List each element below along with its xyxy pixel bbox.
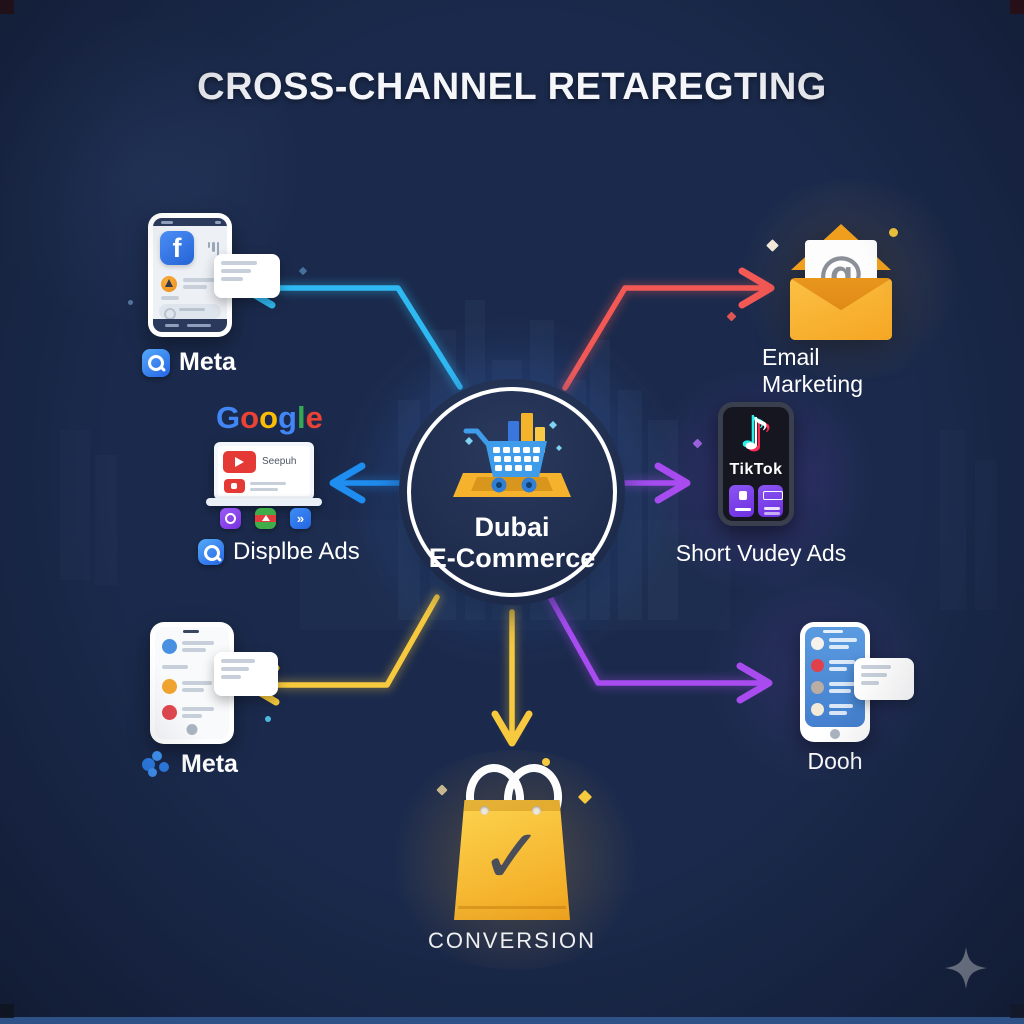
list-row <box>811 681 859 699</box>
youtube-play-icon <box>223 451 256 473</box>
conversion-label-row: CONVERSION <box>428 928 594 954</box>
youtube-small-icon <box>224 479 245 493</box>
list-row <box>811 659 859 677</box>
google-label-row: Displbe Ads <box>198 538 360 566</box>
instagram-like-icon <box>220 508 241 529</box>
feed-row <box>162 639 222 659</box>
chat-bubble <box>214 254 280 298</box>
checkmark-icon <box>480 812 544 901</box>
node-google-display: Google Seepuh Displbe Ads <box>196 398 376 578</box>
feed-row <box>162 679 222 699</box>
ad-card <box>729 485 754 517</box>
play-store-like-icon <box>255 508 276 529</box>
node-meta-bottom: Meta <box>142 622 312 792</box>
meta-search-app-icon <box>142 348 170 377</box>
node-tiktok: TikTok Short Vudey Ads <box>676 400 846 580</box>
meta-top-label-row: Meta <box>142 348 236 377</box>
meta-top-label: Meta <box>179 348 236 376</box>
sparkle-dot <box>128 300 133 305</box>
facebook-app-icon: f <box>160 231 194 265</box>
email-label: Email Marketing <box>762 344 863 397</box>
hub-title-line2: E-Commerce <box>428 543 596 573</box>
tiktok-ad-cards <box>729 485 783 517</box>
google-logo: Google <box>216 400 323 435</box>
node-dooh: Dooh <box>770 620 914 790</box>
ad-card <box>758 485 783 517</box>
dooh-label-row: Dooh <box>770 748 900 775</box>
google-display-label: Displbe Ads <box>233 538 360 565</box>
tiktok-label-row: Short Vudey Ads <box>666 540 856 567</box>
meta-bottom-label-row: Meta <box>142 750 238 779</box>
node-meta-top: f Meta <box>140 210 310 390</box>
chat-bubble <box>854 658 914 700</box>
email-envelope-icon: @ <box>790 224 892 340</box>
list-row <box>811 703 859 721</box>
home-button <box>186 724 198 735</box>
shopping-cart-icon <box>453 413 571 497</box>
bottom-edge-strip <box>0 1017 1024 1024</box>
node-conversion: CONVERSION <box>428 756 594 966</box>
tiktok-note-icon <box>742 409 770 460</box>
list-row <box>811 637 859 655</box>
page-title: CROSS-CHANNEL RETAREGTING <box>197 66 827 108</box>
sound-icon <box>207 242 219 256</box>
feed-row <box>162 705 222 725</box>
laptop-screen-text: Seepuh <box>262 456 297 467</box>
email-label-row: Email Marketing <box>762 344 922 398</box>
tiktok-phone: TikTok <box>718 402 794 526</box>
hub-dubai-ecommerce: Dubai E-Commerce <box>399 379 625 605</box>
tiktok-label: Short Vudey Ads <box>675 540 847 566</box>
fast-forward-icon <box>290 508 311 529</box>
tiktok-brand: TikTok <box>729 461 783 478</box>
chat-bubble <box>214 652 278 696</box>
shopping-bag-icon <box>452 760 572 924</box>
home-button <box>830 729 840 739</box>
display-ads-search-icon <box>198 539 224 565</box>
dooh-label: Dooh <box>807 748 863 774</box>
connector-to-dooh <box>547 594 763 686</box>
conversion-label: CONVERSION <box>428 928 596 953</box>
connector-to-email <box>562 285 765 391</box>
hub-title-line1: Dubai <box>474 512 550 542</box>
meta-bottom-label: Meta <box>181 750 238 778</box>
feed-card <box>159 304 221 320</box>
ad-network-icons <box>220 508 311 529</box>
meta-logo-icon <box>142 750 172 779</box>
node-email: @ Email Marketing <box>762 218 922 397</box>
four-point-star-icon <box>945 947 987 989</box>
avatar <box>161 276 177 292</box>
